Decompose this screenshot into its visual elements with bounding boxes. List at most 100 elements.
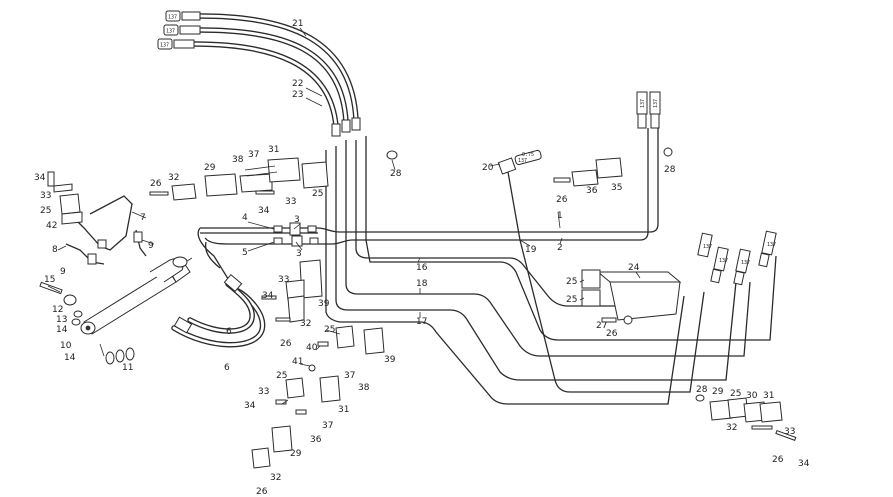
- fitting-tag-4: 137: [640, 99, 646, 108]
- label-37-b: 37: [344, 371, 355, 381]
- label-33-d: 33: [258, 387, 269, 397]
- label-35: 35: [611, 183, 622, 193]
- label-7: 7: [140, 213, 146, 223]
- label-25-c: 25: [324, 325, 335, 335]
- label-27: 27: [596, 321, 607, 331]
- label-33-e: 33: [784, 427, 795, 437]
- hose-tag-1: 137: [168, 15, 177, 21]
- label-21: 21: [292, 19, 303, 29]
- label-13: 13: [56, 315, 67, 325]
- callout-labels: 21 22 23 20 28 28 35 36 26 1 2 19 16 18 …: [34, 19, 810, 497]
- label-25-g: 25: [730, 389, 741, 399]
- label-36-a: 36: [586, 186, 598, 196]
- label-34-e: 34: [798, 459, 810, 469]
- label-34-b: 34: [34, 173, 46, 183]
- label-14-a: 14: [56, 325, 68, 335]
- label-34-a: 34: [258, 206, 270, 216]
- clamp-35-36: [553, 157, 623, 187]
- right-side-fittings: [697, 230, 777, 286]
- fitting-tag-6: 137: [703, 244, 712, 250]
- label-26-d: 26: [256, 487, 268, 497]
- label-25-f: 25: [566, 295, 577, 305]
- fitting-tag-5: 137: [653, 99, 659, 108]
- label-26-f: 26: [772, 455, 784, 465]
- label-32-a: 32: [168, 173, 179, 183]
- marker-tag: 0.75: [522, 152, 534, 158]
- top-right-fittings: [636, 91, 661, 129]
- label-16: 16: [416, 263, 428, 273]
- label-26-a: 26: [556, 195, 568, 205]
- small-pipes-7-8-9: [65, 195, 147, 265]
- label-15: 15: [44, 275, 55, 285]
- hydraulic-cylinder: [80, 256, 193, 365]
- label-18: 18: [416, 279, 428, 289]
- label-28-c: 28: [696, 385, 708, 395]
- label-8: 8: [52, 245, 58, 255]
- label-24: 24: [628, 263, 640, 273]
- leader-lines: [47, 27, 641, 405]
- fitting-tag-7: 137: [719, 258, 728, 264]
- label-5: 5: [242, 248, 248, 258]
- label-29-a: 29: [204, 163, 216, 173]
- label-38-a: 38: [232, 155, 244, 165]
- label-31-b: 31: [338, 405, 349, 415]
- label-38-b: 38: [358, 383, 370, 393]
- label-11: 11: [122, 363, 133, 373]
- label-25-e: 25: [566, 277, 577, 287]
- label-29-c: 29: [712, 387, 724, 397]
- small-parts-12-13-15: [39, 281, 83, 326]
- label-9-a: 9: [60, 267, 66, 277]
- label-37-c: 37: [322, 421, 333, 431]
- label-26-b: 26: [150, 179, 162, 189]
- hose-tag-3: 137: [160, 43, 169, 49]
- label-4: 4: [242, 213, 248, 223]
- label-14-b: 14: [64, 353, 76, 363]
- hose-6: [171, 227, 266, 348]
- label-30: 30: [746, 391, 758, 401]
- fitting-tag-8: 137: [741, 260, 750, 266]
- label-41: 41: [292, 357, 303, 367]
- rigid-pipes: [200, 128, 777, 405]
- clamp-42-25: [47, 171, 83, 225]
- hose-group-21-23: [157, 10, 361, 137]
- label-1: 1: [557, 211, 563, 221]
- label-3-b: 3: [296, 249, 302, 259]
- label-12: 12: [52, 305, 63, 315]
- label-33-a: 33: [285, 197, 296, 207]
- label-26-c: 26: [280, 339, 292, 349]
- label-26-e: 26: [606, 329, 618, 339]
- label-33-c: 33: [278, 275, 289, 285]
- hose-tag-2: 137: [166, 29, 175, 35]
- elbow-fitting-20: [386, 147, 673, 175]
- label-32-d: 32: [726, 423, 737, 433]
- label-23: 23: [292, 90, 303, 100]
- label-31-c: 31: [763, 391, 774, 401]
- fitting-tag-10: 137: [518, 158, 527, 164]
- label-17: 17: [416, 317, 427, 327]
- clamp-group-lower-right: [695, 394, 797, 441]
- label-32-c: 32: [270, 473, 281, 483]
- label-22: 22: [292, 79, 303, 89]
- label-39-b: 39: [384, 355, 396, 365]
- label-9-b: 9: [148, 241, 154, 251]
- tee-fittings-3-4-5: [273, 222, 319, 247]
- label-31-a: 31: [268, 145, 279, 155]
- clamp-column-lower-middle: [251, 259, 385, 469]
- label-20: 20: [482, 163, 494, 173]
- label-34-c: 34: [262, 291, 274, 301]
- label-6-b: 6: [224, 363, 230, 373]
- label-36-b: 36: [310, 435, 322, 445]
- label-19: 19: [525, 245, 537, 255]
- label-33-b: 33: [40, 191, 51, 201]
- label-6-a: 6: [226, 327, 232, 337]
- fitting-tag-9: 137: [767, 242, 776, 248]
- label-34-d: 34: [244, 401, 256, 411]
- label-37-a: 37: [248, 150, 259, 160]
- label-28-b: 28: [664, 165, 676, 175]
- label-25-b: 25: [40, 206, 51, 216]
- label-42: 42: [46, 221, 57, 231]
- label-10: 10: [60, 341, 72, 351]
- label-3-a: 3: [294, 215, 300, 225]
- label-40: 40: [306, 343, 318, 353]
